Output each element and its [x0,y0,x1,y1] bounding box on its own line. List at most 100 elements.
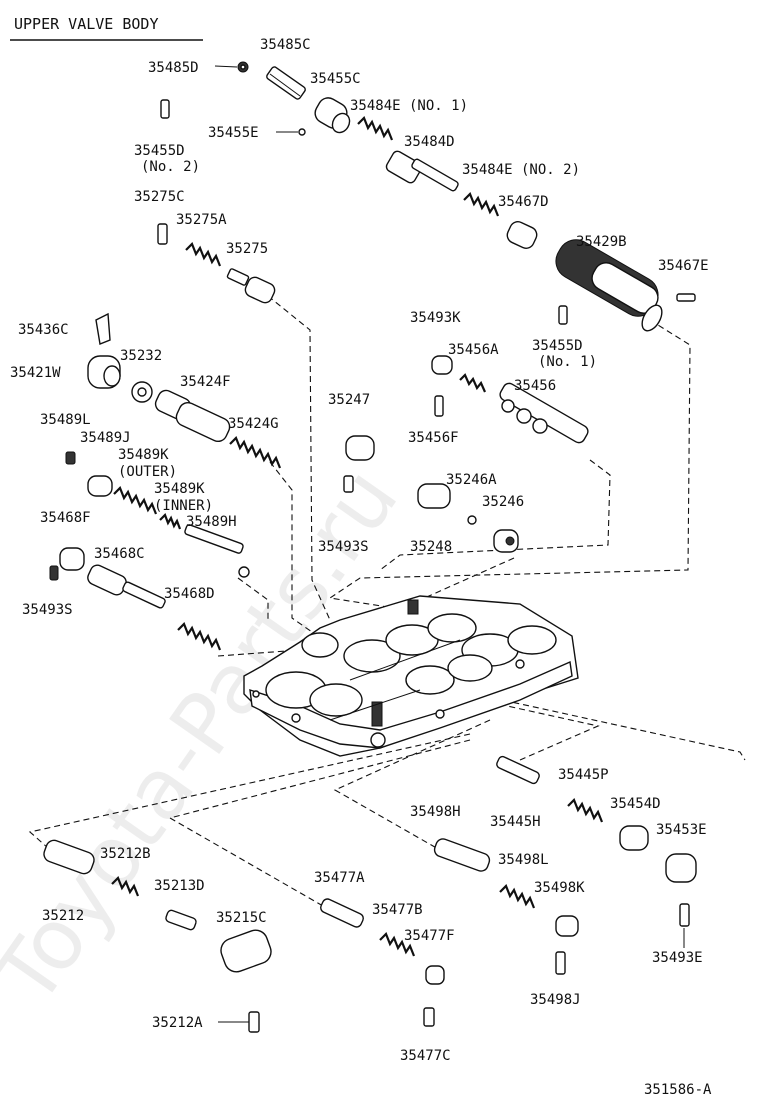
page-title: UPPER VALVE BODY [14,15,159,33]
label-35489K-inner-qualifier: (INNER) [154,498,213,514]
label-35445P: 35445P [558,767,609,783]
label-35215C: 35215C [216,910,267,926]
part-35498H-icon [433,838,491,872]
label-35453E: 35453E [656,822,707,838]
part-35467E-icon [676,293,696,302]
part-35489K-outer-icon [113,486,158,515]
label-35454D: 35454D [610,796,661,812]
part-35484E-no1-icon [357,116,394,141]
label-35232: 35232 [120,348,162,364]
label-35246: 35246 [482,494,524,510]
part-35498J-icon [555,951,566,975]
label-35248: 35248 [410,539,452,555]
label-35455D-no1-qualifier: (No. 1) [538,354,597,370]
part-35468D-icon [177,622,222,651]
part-35212B-icon [111,876,140,897]
part-35456A-icon [459,373,487,393]
part-35232-icon [131,381,153,403]
part-35498L-icon [499,884,536,909]
part-35493E-icon [679,903,690,927]
label-35484E-no2: 35484E (NO. 2) [462,162,580,178]
label-35477B: 35477B [372,902,423,918]
label-35247: 35247 [328,392,370,408]
part-35485D-icon [237,61,249,73]
label-35477F: 35477F [404,928,455,944]
part-35484D-icon [385,150,459,192]
part-35454D-icon [619,825,649,851]
part-35468C-icon [87,564,166,609]
part-35248-icon [417,483,451,509]
part-35485C-icon [266,66,306,100]
label-35212: 35212 [42,908,84,924]
label-35445H: 35445H [490,814,541,830]
part-35275C-icon [157,223,168,245]
label-35468F: 35468F [40,510,91,526]
part-35467D-icon [506,221,538,249]
label-35498K: 35498K [534,880,585,896]
label-35468C: 35468C [94,546,145,562]
label-35456: 35456 [514,378,556,394]
label-35424G: 35424G [228,416,279,432]
leader-lines [214,65,685,1023]
label-35493S-right: 35493S [318,539,369,555]
part-35468F-icon [59,547,85,571]
part-35453E-icon [665,853,697,883]
part-35456-icon [499,382,589,444]
label-35456A: 35456A [448,342,499,358]
part-35246A-icon [467,515,477,525]
label-35424F: 35424F [180,374,231,390]
label-35456F: 35456F [408,430,459,446]
label-35484E-no1: 35484E (NO. 1) [350,98,468,114]
part-35455D-no1-icon [558,305,568,325]
label-35493E: 35493E [652,950,703,966]
label-35467D: 35467D [498,194,549,210]
label-35455D-no2: 35455D [134,143,185,159]
label-35468D: 35468D [164,586,215,602]
part-35484E-no2-icon [463,192,500,217]
label-35455C: 35455C [310,71,361,87]
label-35485D: 35485D [148,60,199,76]
label-35213D: 35213D [154,878,205,894]
label-35493S-left: 35493S [22,602,73,618]
part-35275A-icon [185,242,222,267]
part-35489K-inner-icon [159,513,182,530]
part-35421W-icon [87,355,121,389]
part-35424G-icon [229,436,282,469]
label-35455D-no2-qualifier: (No. 2) [141,159,200,175]
label-35275: 35275 [226,241,268,257]
part-35477C-icon [423,1007,435,1027]
label-35477A: 35477A [314,870,365,886]
part-35212-icon [43,839,95,875]
label-35489H: 35489H [186,514,237,530]
label-35212A: 35212A [152,1015,203,1031]
part-35445H-icon [496,755,540,785]
part-35455D-no2-icon [160,99,170,119]
part-35489L-icon [65,451,76,465]
part-35212A-icon [248,1011,260,1033]
part-35477F-icon [425,965,445,985]
label-35493K: 35493K [410,310,461,326]
label-35498J: 35498J [530,992,581,1008]
label-35489K-outer-qualifier: (OUTER) [118,464,177,480]
part-35477B-icon [379,932,416,957]
label-35455D-no1: 35455D [532,338,583,354]
part-35215C-icon [220,929,272,973]
part-35489J-icon [87,475,113,497]
label-35489K-outer: 35489K [118,447,169,463]
diagram-code: 351586-A [644,1082,712,1098]
assembly-guide-lines [28,295,746,911]
part-35436C-icon [95,312,111,345]
part-35493S-right-icon [343,475,354,493]
part-35246-icon [493,529,519,553]
label-35498L: 35498L [498,852,549,868]
label-35246A: 35246A [446,472,497,488]
part-35429B-icon [555,239,663,332]
part-35445P-icon [567,798,604,823]
label-35275C: 35275C [134,189,185,205]
upper-valve-body [243,595,579,757]
part-35455E-icon [298,128,306,136]
part-35493K-icon [431,355,453,375]
part-35424F-icon [154,389,231,443]
label-35275A: 35275A [176,212,227,228]
label-35477C: 35477C [400,1048,451,1064]
